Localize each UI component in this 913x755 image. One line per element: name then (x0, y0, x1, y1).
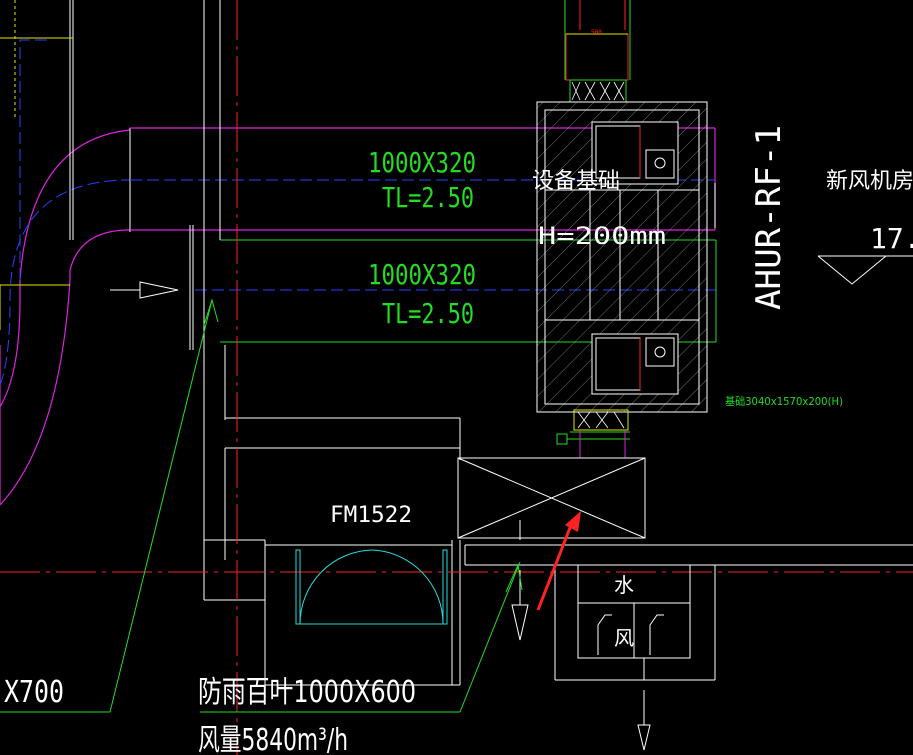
equipment-base-label: 设备基础 (532, 169, 620, 194)
top-supply-duct (565, 33, 629, 103)
walls (203, 0, 913, 686)
upper-duct-size: 1000X320 (368, 146, 476, 179)
double-door (295, 549, 448, 625)
shaft-air-label: 风 (614, 626, 634, 650)
red-pointer-arrow-icon (536, 511, 581, 611)
elevation-triangle-icon (817, 255, 913, 285)
water-air-shaft (577, 564, 691, 659)
room-elevation: 17. (870, 222, 913, 255)
door-tag: FM1522 (330, 503, 412, 528)
upper-duct-level: TL=2.50 (382, 181, 474, 214)
lower-duct-size: 1000X320 (368, 258, 476, 291)
louver-airflow: 风量5840m³/h (198, 723, 348, 755)
louver-label: 防雨百叶1000X600 (198, 675, 416, 710)
air-shaft-box (457, 457, 646, 540)
louver-left-partial: X700 (4, 675, 64, 710)
ahu-base (536, 101, 708, 413)
flow-arrows (110, 225, 651, 751)
shaft-water-label: 水 (614, 573, 634, 597)
leader-marks (203, 298, 523, 593)
duct-small-tag: 500 (591, 29, 602, 36)
lower-duct-level: TL=2.50 (382, 297, 474, 330)
room-name: 新风机房 (826, 169, 913, 194)
equipment-base-height: H=200mm (538, 222, 666, 250)
unit-tag: AHUR-RF-1 (749, 125, 789, 310)
equipment-base-dims: 基础3040x1570x200(H) (725, 395, 843, 408)
ahu-lower-connector (556, 409, 630, 458)
left-duct-bends (0, 0, 131, 506)
